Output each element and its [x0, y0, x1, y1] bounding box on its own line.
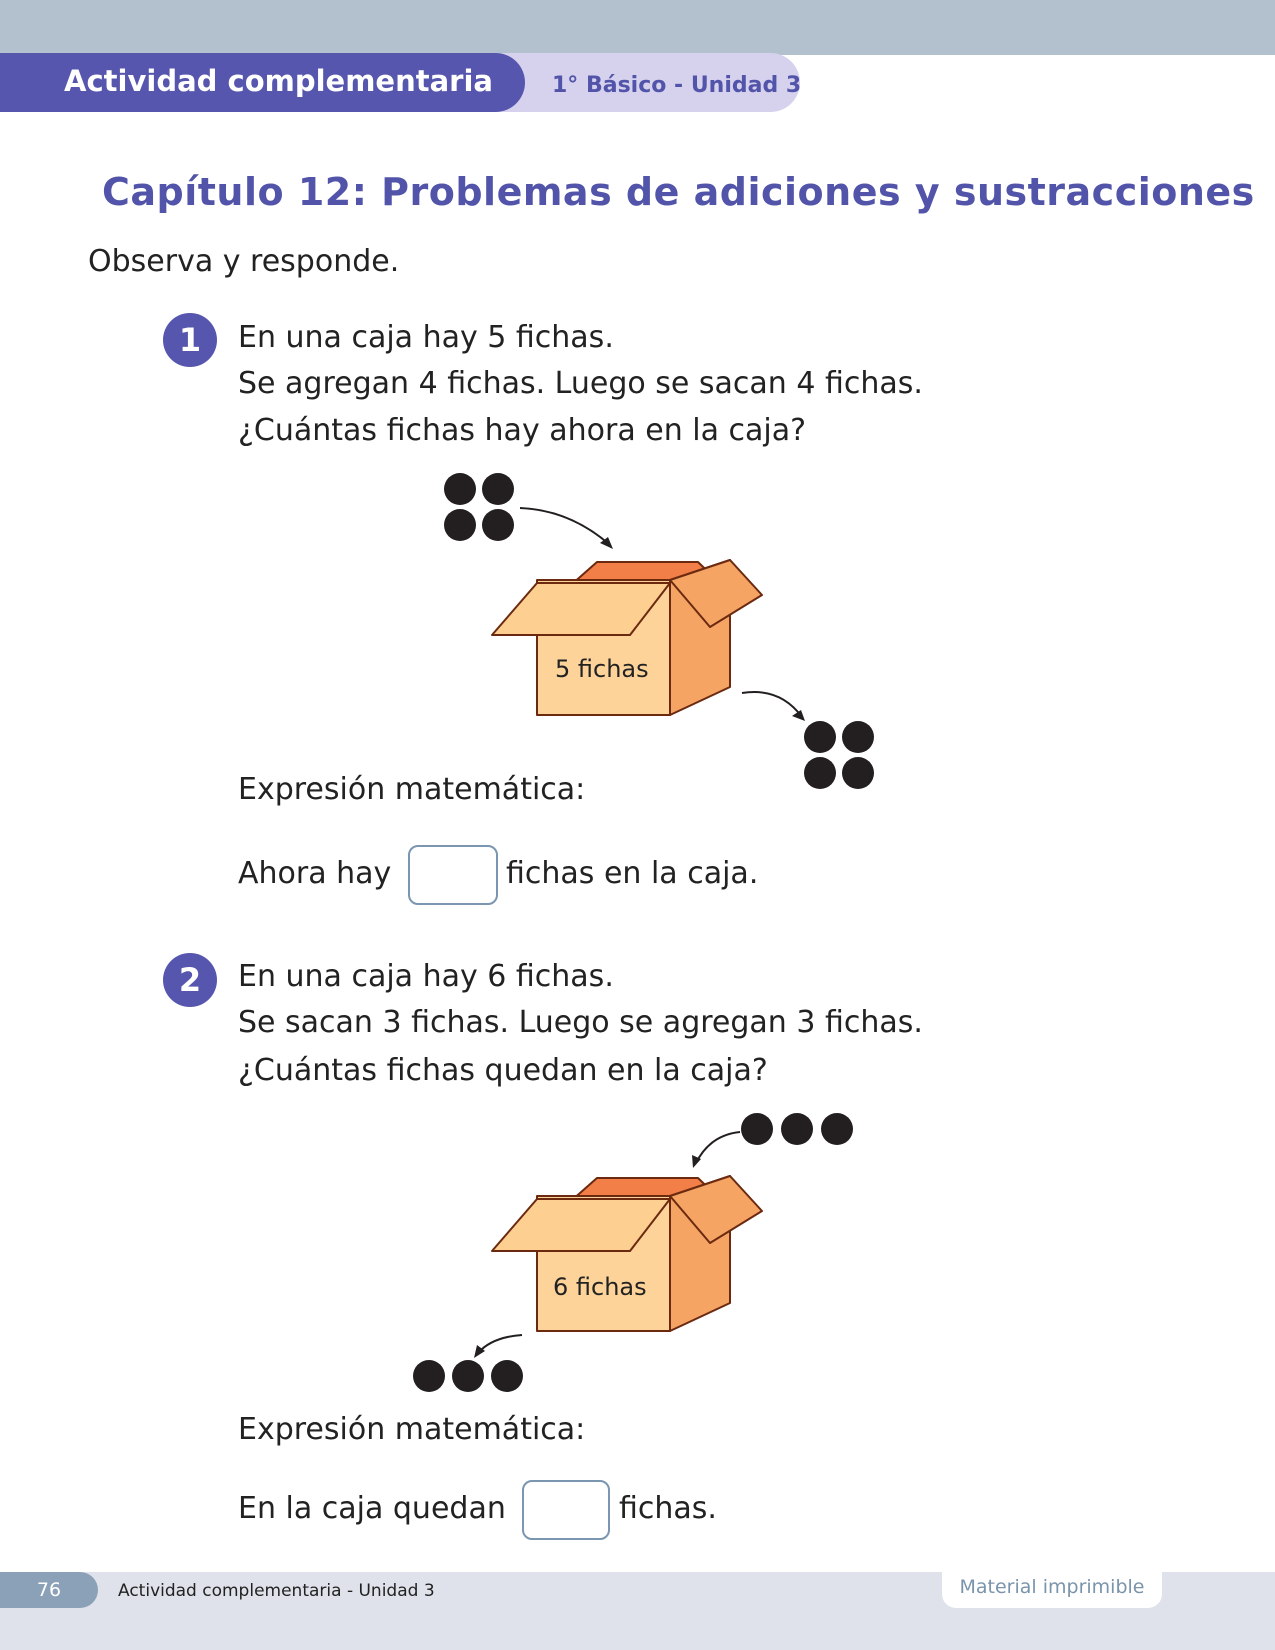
- problem-2-line: En una caja hay 6 fichas.: [238, 959, 614, 994]
- top-band: [0, 0, 1275, 55]
- answer-text-after-2: fichas.: [619, 1491, 717, 1526]
- box-label-1: 5 fichas: [555, 655, 649, 683]
- instruction: Observa y responde.: [88, 244, 400, 279]
- problem-number-1: 1: [163, 313, 217, 367]
- problem-1-line: ¿Cuántas fichas hay ahora en la caja?: [238, 413, 807, 448]
- box-icon: [491, 559, 763, 716]
- problem-2-line: ¿Cuántas fichas quedan en la caja?: [238, 1053, 768, 1088]
- arrow-in-icon: [519, 507, 611, 546]
- box-illustration-1: 5 fichas: [444, 473, 874, 789]
- chips-added-icon: [741, 1113, 853, 1145]
- expression-label-2: Expresión matemática:: [238, 1412, 586, 1447]
- activity-label: Actividad complementaria: [64, 64, 493, 98]
- arrow-out-icon: [477, 1334, 523, 1354]
- answer-input-1[interactable]: [408, 845, 498, 905]
- level-label: 1° Básico - Unidad 3: [552, 73, 802, 98]
- chips-removed-icon: [413, 1360, 523, 1392]
- page-title: Capítulo 12: Problemas de adiciones y su…: [102, 170, 1255, 214]
- box-label-2: 6 fichas: [553, 1273, 647, 1301]
- answer-text-before-2: En la caja quedan: [238, 1491, 506, 1526]
- answer-input-2[interactable]: [522, 1480, 610, 1540]
- arrow-in-icon: [695, 1131, 741, 1164]
- box-illustration-2: 6 fichas: [413, 1113, 853, 1392]
- activity-pill: Actividad complementaria: [0, 53, 525, 112]
- problem-2-line: Se sacan 3 fichas. Luego se agregan 3 fi…: [238, 1005, 923, 1040]
- problem-number-2: 2: [163, 953, 217, 1007]
- box-icon: [491, 1175, 763, 1332]
- answer-text-before-1: Ahora hay: [238, 856, 392, 891]
- problem-1-line: Se agregan 4 fichas. Luego se sacan 4 fi…: [238, 366, 923, 401]
- footer-text: Actividad complementaria - Unidad 3: [118, 1581, 435, 1601]
- page-number: 76: [0, 1572, 98, 1608]
- answer-text-after-1: fichas en la caja.: [506, 856, 759, 891]
- expression-label-1: Expresión matemática:: [238, 772, 586, 807]
- chips-added-icon: [444, 473, 514, 541]
- printable-badge: Material imprimible: [942, 1565, 1162, 1608]
- problem-1-line: En una caja hay 5 fichas.: [238, 320, 614, 355]
- chips-removed-icon: [804, 721, 874, 789]
- arrow-out-icon: [741, 691, 803, 718]
